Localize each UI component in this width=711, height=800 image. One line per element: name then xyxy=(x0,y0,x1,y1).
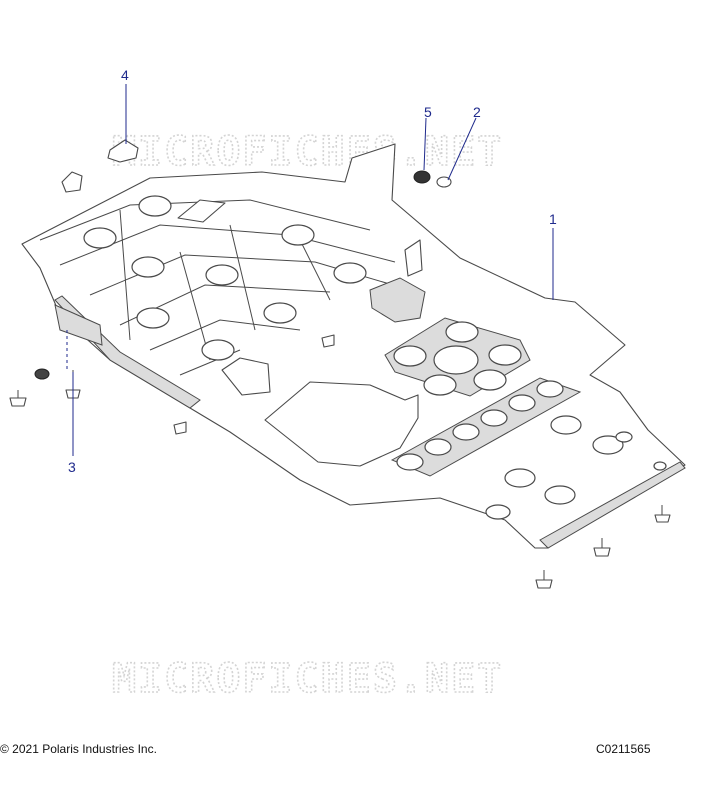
hardware xyxy=(9,139,671,589)
watermark-top: MICROFICHES.NET xyxy=(112,129,503,175)
vent-grid-mid xyxy=(384,317,531,397)
push-rivet-icon xyxy=(9,390,27,407)
washer-icon xyxy=(413,170,431,184)
speed-nut-icon xyxy=(61,171,83,193)
leader-line-5 xyxy=(423,117,427,171)
push-rivet-icon xyxy=(173,421,187,435)
push-rivet-icon xyxy=(436,176,452,188)
callout-5: 5 xyxy=(424,104,432,120)
push-rivet-icon xyxy=(593,538,611,557)
skid-plate xyxy=(21,143,686,549)
push-rivet-icon xyxy=(321,334,335,348)
speed-nut-icon xyxy=(107,139,139,163)
copyright-notice: © 2021 Polaris Industries Inc. xyxy=(0,742,157,756)
callout-2: 2 xyxy=(473,104,481,120)
callout-3: 3 xyxy=(68,459,76,475)
push-rivet-icon xyxy=(535,570,553,589)
leader-line-2 xyxy=(447,117,477,181)
vent-row-rear xyxy=(390,377,582,477)
washer-icon xyxy=(34,368,50,380)
watermark-bottom: MICROFICHES.NET xyxy=(112,656,503,702)
push-rivet-icon xyxy=(654,505,671,523)
figure-code: C0211565 xyxy=(596,742,651,756)
callout-4: 4 xyxy=(121,67,129,83)
callout-1: 1 xyxy=(549,211,557,227)
